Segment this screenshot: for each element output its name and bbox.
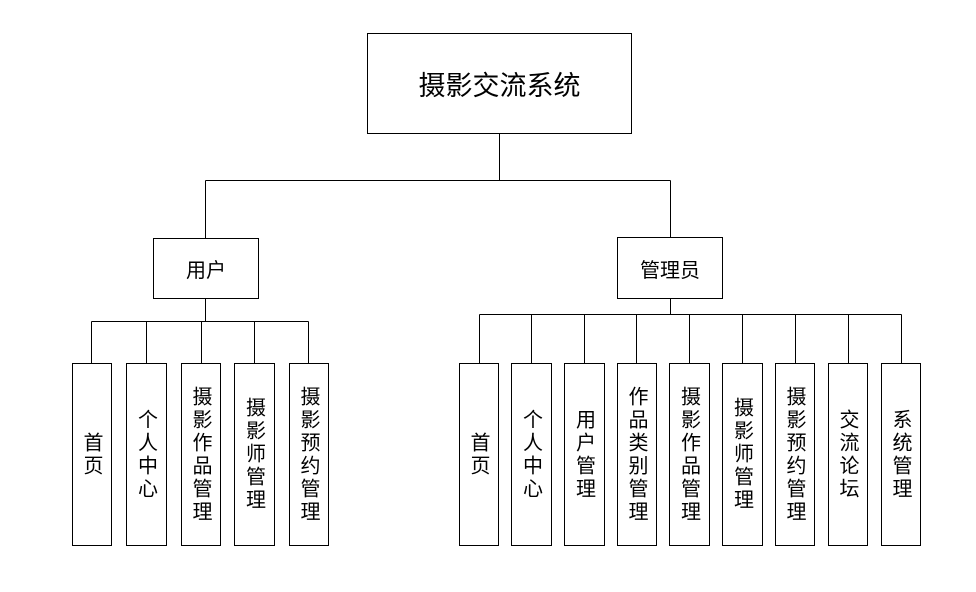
leaf-node-label: 作品类别管理 (625, 385, 649, 524)
group-node-label: 管理员 (640, 257, 700, 282)
leaf-node-label: 个人中心 (134, 408, 159, 501)
leaf-node: 作品类别管理 (617, 363, 657, 546)
leaf-node: 摄影师管理 (722, 363, 763, 546)
leaf-node: 交流论坛 (828, 363, 868, 546)
leaf-node: 首页 (72, 363, 112, 546)
root-node: 摄影交流系统 (367, 33, 632, 134)
leaf-node: 摄影作品管理 (181, 363, 221, 546)
group-node-label: 用户 (186, 258, 226, 282)
leaf-node: 个人中心 (511, 363, 552, 546)
leaf-node-label: 摄影作品管理 (677, 385, 702, 524)
leaf-node-label: 摄影作品管理 (189, 385, 213, 524)
root-node-label: 摄影交流系统 (418, 71, 581, 102)
leaf-node-label: 交流论坛 (836, 408, 860, 501)
leaf-node-label: 用户管理 (572, 408, 597, 501)
leaf-node: 摄影作品管理 (669, 363, 710, 546)
leaf-node: 首页 (459, 363, 499, 546)
leaf-node-label: 摄影师管理 (242, 397, 267, 512)
leaf-node: 个人中心 (126, 363, 167, 546)
leaf-node-label: 首页 (80, 431, 104, 478)
leaf-node: 摄影预约管理 (289, 363, 329, 546)
leaf-node-label: 摄影预约管理 (783, 385, 807, 524)
leaf-node: 摄影预约管理 (775, 363, 815, 546)
leaf-node-label: 摄影预约管理 (297, 385, 321, 524)
leaf-node-label: 摄影师管理 (730, 397, 755, 512)
leaf-node-label: 个人中心 (519, 408, 544, 501)
group-node-user: 用户 (153, 238, 259, 299)
leaf-node: 用户管理 (564, 363, 605, 546)
leaf-node-label: 系统管理 (889, 408, 913, 501)
leaf-node-label: 首页 (467, 431, 491, 478)
group-node-admin: 管理员 (617, 237, 723, 299)
leaf-node: 摄影师管理 (234, 363, 275, 546)
leaf-node: 系统管理 (881, 363, 921, 546)
